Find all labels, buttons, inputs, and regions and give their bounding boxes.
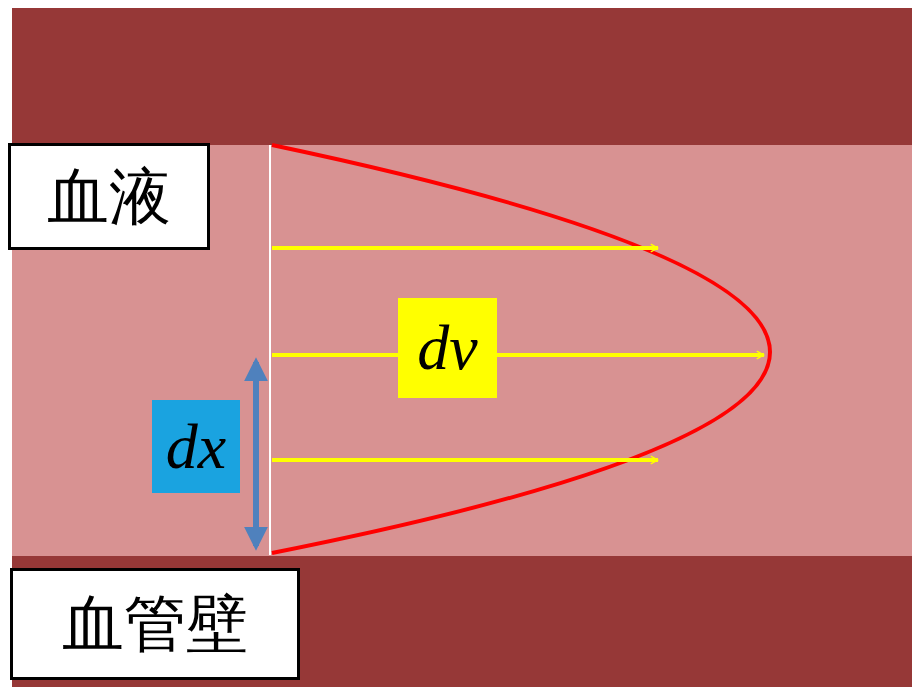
velocity-arrow xyxy=(272,353,764,357)
vessel-wall-top xyxy=(12,8,912,145)
velocity-profile xyxy=(272,145,770,553)
variable-box: dv xyxy=(398,298,497,398)
variable-box: dx xyxy=(152,400,240,493)
label-text: dx xyxy=(166,410,226,484)
distance-arrow xyxy=(253,362,259,546)
blood-lumen xyxy=(12,145,912,556)
label-text: 血液 xyxy=(47,155,171,239)
label-box: 血管壁 xyxy=(10,568,300,680)
velocity-arrow xyxy=(272,458,658,462)
label-box: 血液 xyxy=(8,143,210,250)
velocity-arrow xyxy=(272,246,658,250)
label-text: 血管壁 xyxy=(62,582,248,666)
reference-line xyxy=(269,145,271,555)
label-text: dv xyxy=(417,311,477,385)
